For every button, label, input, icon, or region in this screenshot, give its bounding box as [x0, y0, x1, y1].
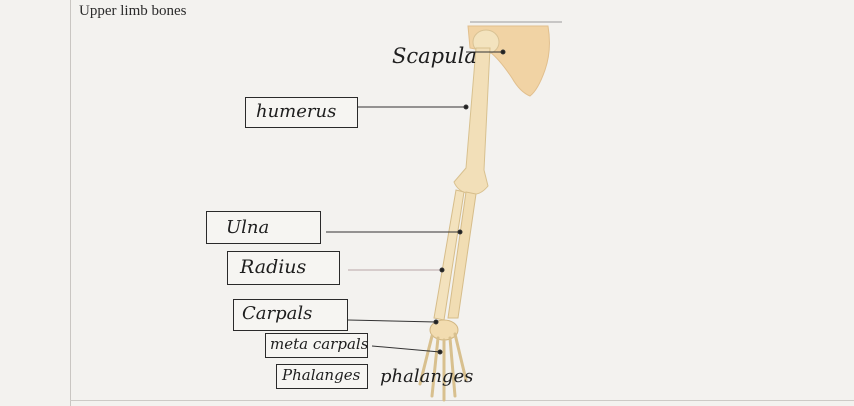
- humerus-bone: [454, 48, 490, 194]
- phalanges-label: Phalanges: [282, 366, 360, 384]
- metacarpals-label: meta carpals: [270, 335, 368, 353]
- ulna-label: Ulna: [226, 217, 269, 238]
- scapula-label: Scapula: [392, 44, 477, 68]
- carpals-label: Carpals: [242, 303, 312, 324]
- carpals-leader: [348, 320, 436, 322]
- humerus-label: humerus: [256, 101, 336, 122]
- phalanges-right-label: phalanges: [380, 366, 473, 387]
- radius-label: Radius: [240, 256, 306, 278]
